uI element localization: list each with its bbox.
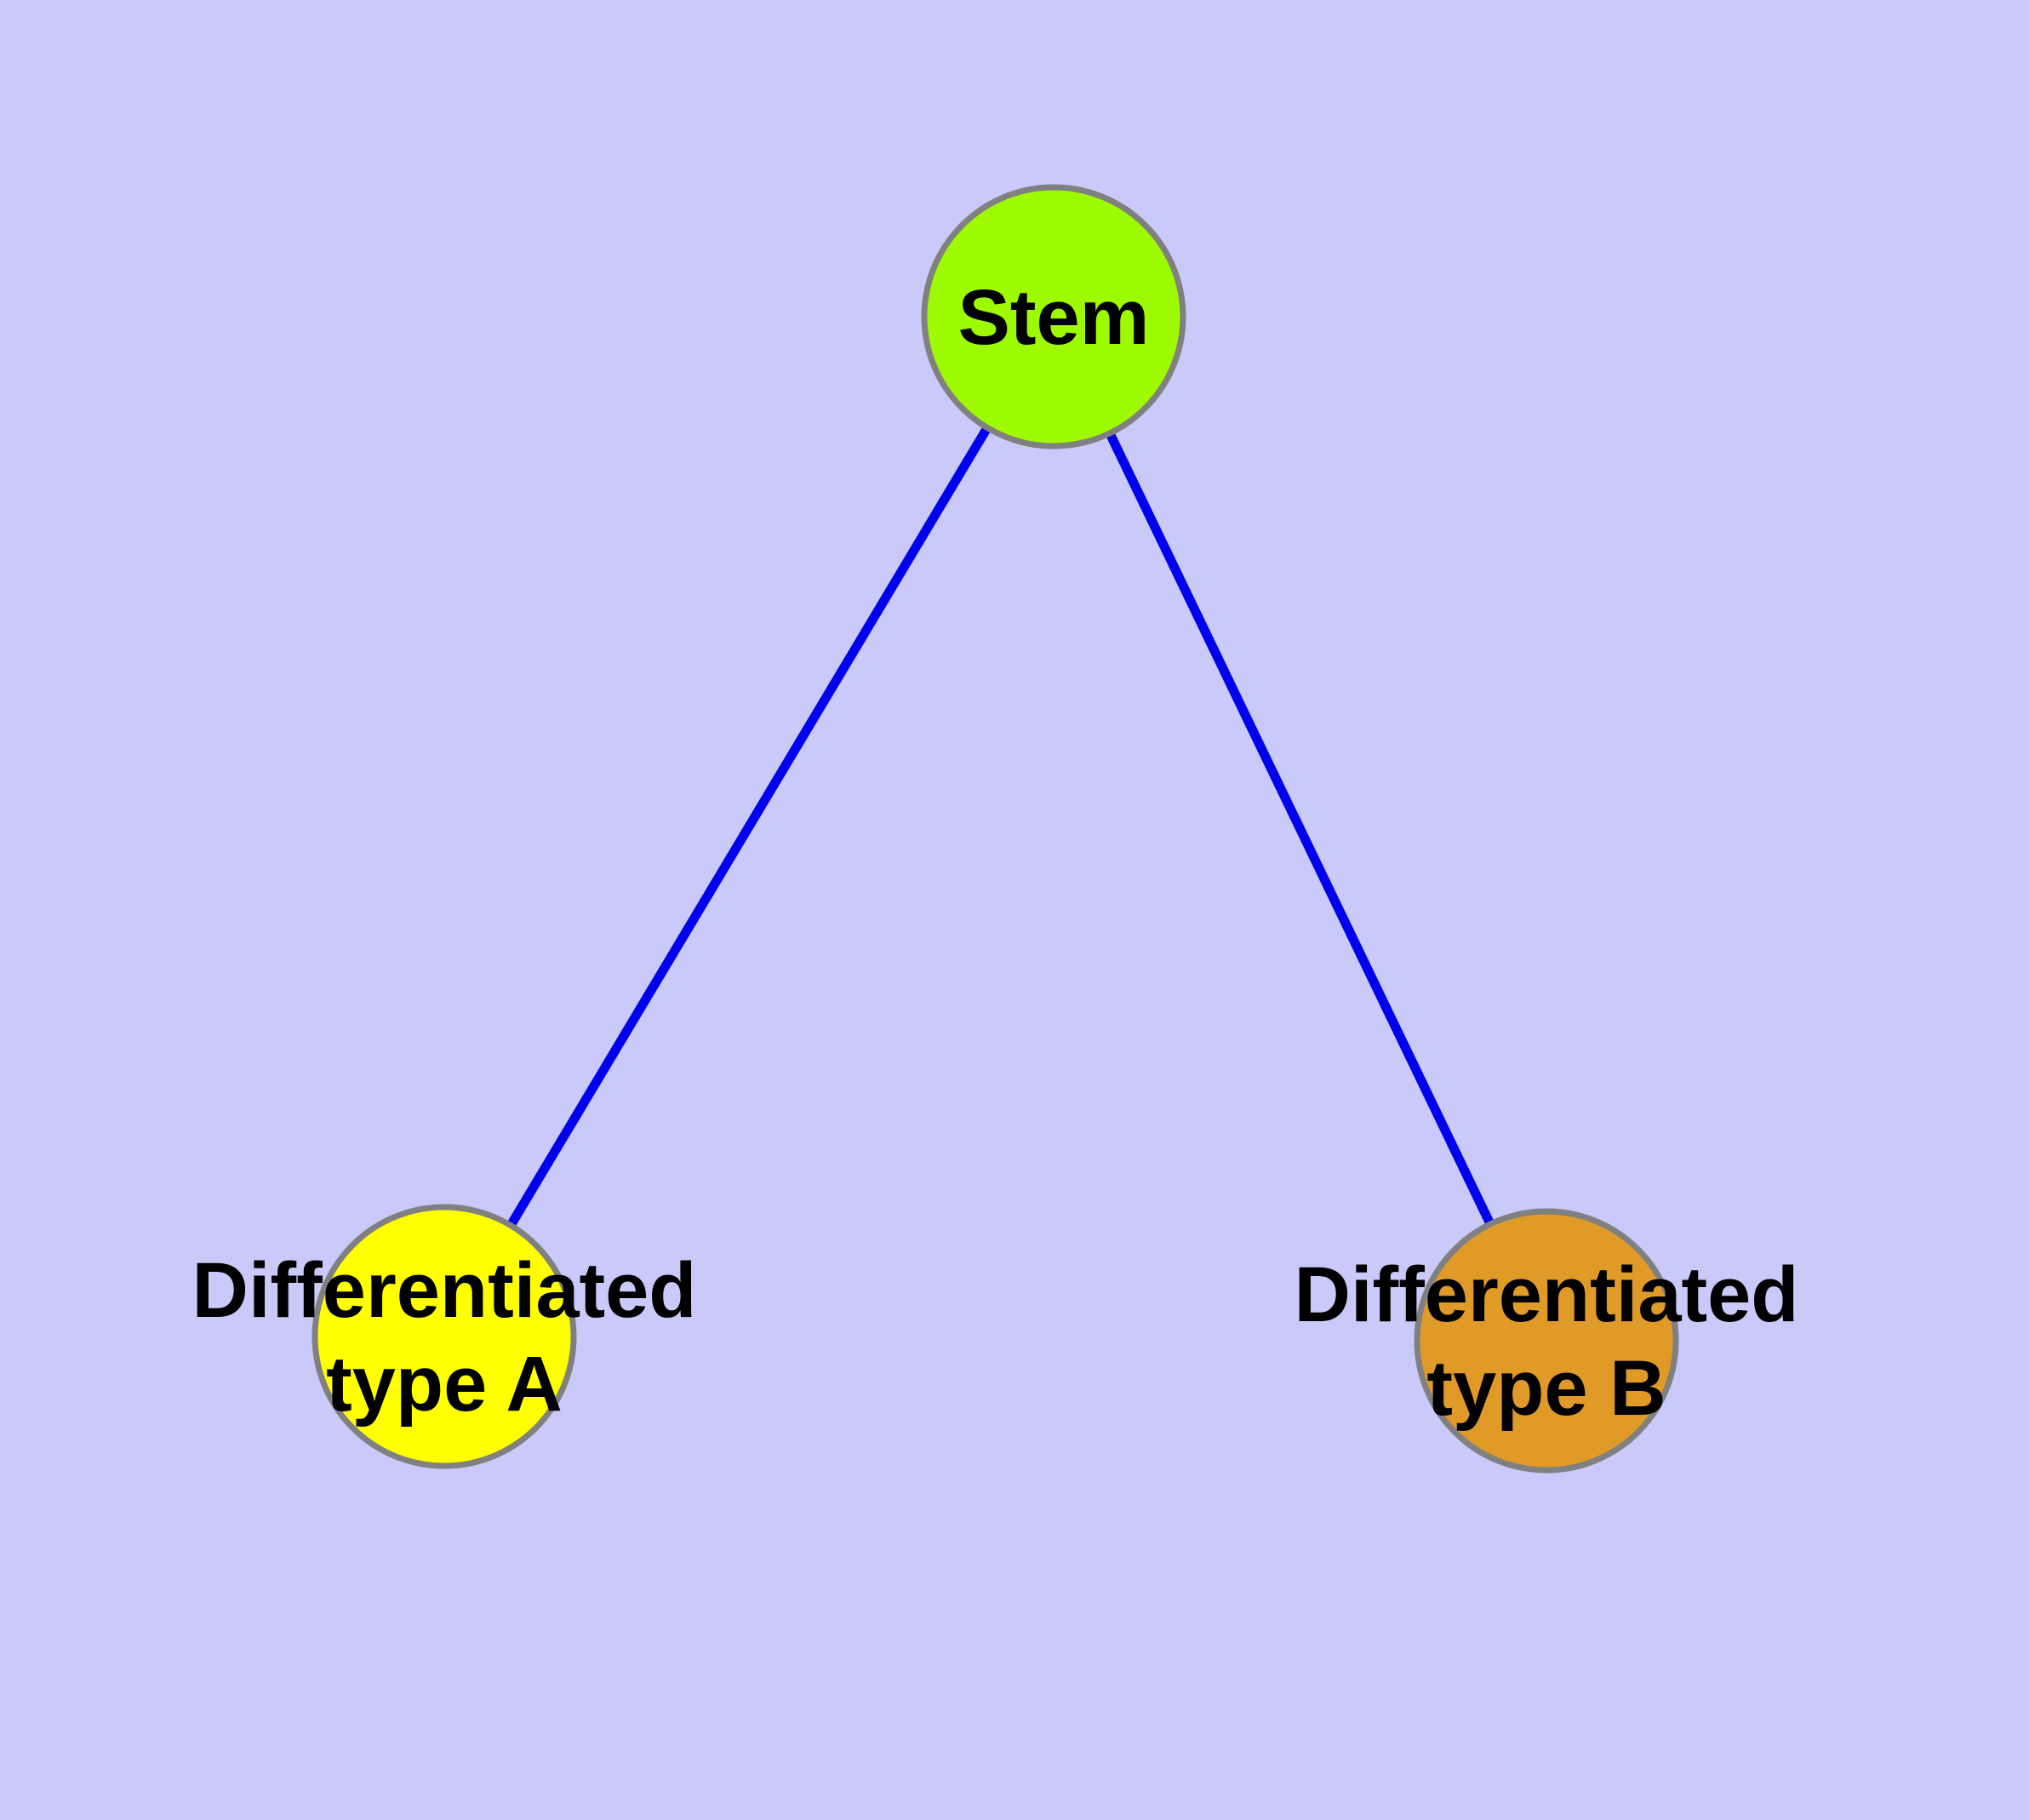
node-circle-stem[interactable]	[921, 184, 1186, 449]
graph-node-diff-a[interactable]	[311, 1204, 577, 1469]
node-label-line: Stem	[958, 274, 1150, 361]
node-label-line: type A	[326, 1341, 563, 1428]
node-circle-diff-a[interactable]	[311, 1204, 577, 1469]
node-circle-diff-b[interactable]	[1414, 1208, 1679, 1474]
node-label-line: Differentiated	[192, 1247, 697, 1334]
node-label-line: type B	[1426, 1345, 1666, 1432]
graph-node-diff-b[interactable]	[1414, 1208, 1679, 1474]
graph-edge[interactable]	[1105, 431, 1495, 1227]
node-label-line: Differentiated	[1295, 1251, 1799, 1338]
edges-layer	[506, 425, 1495, 1228]
graph-node-stem[interactable]	[921, 184, 1186, 449]
graph-edge[interactable]	[506, 425, 992, 1228]
node-label-stem: Stem	[958, 274, 1150, 361]
